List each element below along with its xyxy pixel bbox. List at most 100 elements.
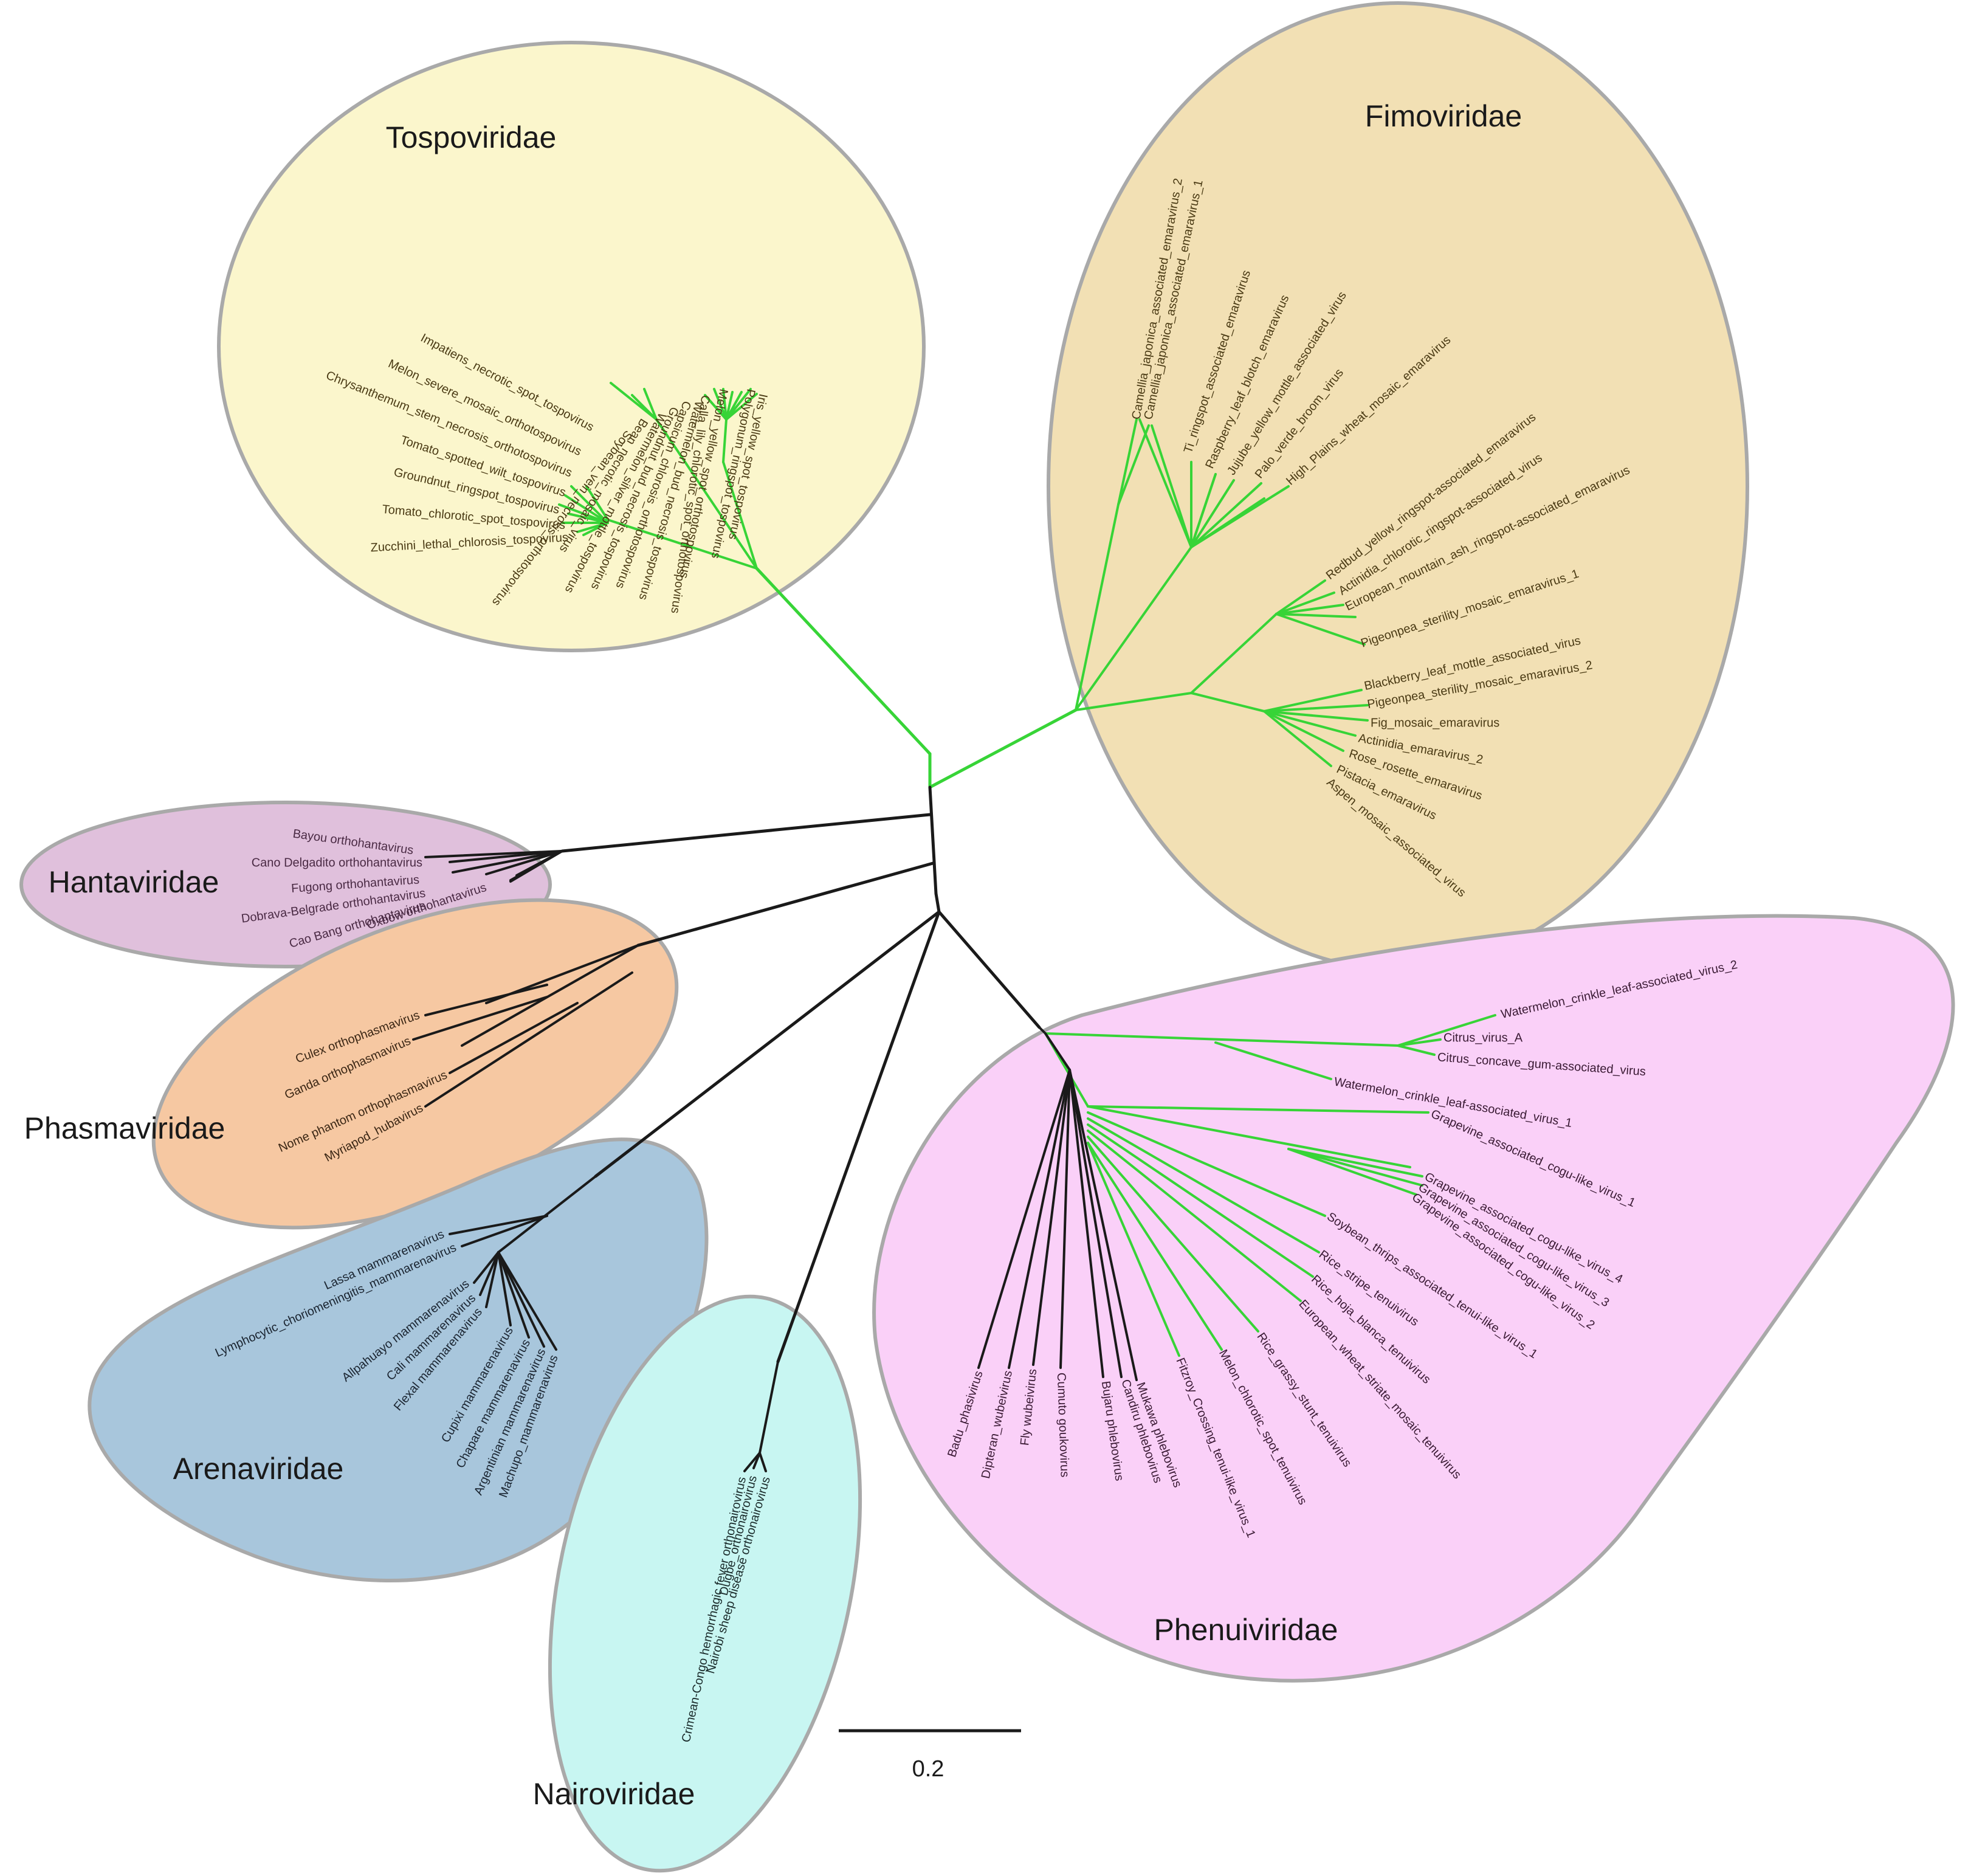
family-label-hantaviridae: Hantaviridae: [49, 865, 219, 899]
leaf-branch-arenaviridae: [485, 1251, 500, 1308]
backbone-branch: [934, 892, 941, 914]
internal-branch-phenuiviridae: [1038, 1026, 1047, 1035]
leaf-branch-phenuiviridae: [977, 1069, 1071, 1369]
leaf-branch-hantaviridae: [485, 850, 563, 875]
leaf-branch-arenaviridae: [461, 1215, 548, 1247]
leaf-branch-tospoviridae: [722, 388, 728, 421]
stem-branch-fimoviridae: [928, 708, 1078, 789]
leaf-branch-phenuiviridae: [1087, 1136, 1259, 1333]
leaf-branch-phenuiviridae: [1068, 1069, 1123, 1378]
internal-branch-fimoviridae: [1117, 418, 1138, 506]
leaf-branch-tospoviridae: [725, 391, 734, 421]
leaf-branch-phenuiviridae: [1008, 1069, 1071, 1369]
leaf-branch-tospoviridae: [567, 512, 609, 524]
leaf-branch-fimoviridae: [1263, 710, 1332, 767]
leaf-branch-fimoviridae: [1190, 485, 1290, 548]
family-label-phenuiviridae: Phenuiviridae: [1154, 1613, 1338, 1647]
internal-branch-phenuiviridae: [1044, 1032, 1071, 1071]
backbone-branch: [928, 785, 938, 895]
family-label-nairoviridae: Nairoviridae: [533, 1777, 695, 1811]
leaf-branch-tospoviridae: [713, 388, 728, 421]
leaf-branch-tospoviridae: [564, 494, 609, 524]
internal-branch-fimoviridae: [1075, 692, 1192, 711]
internal-branch-fimoviridae: [1190, 692, 1265, 712]
stem-branch-nairoviridae: [776, 910, 941, 1364]
internal-branch-phasmaviridae: [461, 944, 639, 1047]
leaf-branch-arenaviridae: [449, 1215, 548, 1235]
leaf-branch-phasmaviridae: [424, 971, 633, 1108]
family-label-arenaviridae: Arenaviridae: [173, 1452, 344, 1486]
scale-bar-label: 0.2: [912, 1756, 944, 1782]
internal-branch-tospoviridae: [722, 418, 728, 463]
leaf-branch-phasmaviridae: [412, 996, 548, 1041]
leaf-branch-phasmaviridae: [424, 984, 548, 1016]
clade-bubble-tospoviridae: [217, 41, 926, 652]
leaf-branch-fimoviridae: [1138, 418, 1192, 548]
internal-branch-nairoviridae: [759, 1360, 779, 1454]
stem-branch-phenuiviridae: [937, 910, 1041, 1029]
leaf-branch-tospoviridae: [610, 382, 658, 421]
leaf-branch-phenuiviridae: [1068, 1069, 1138, 1381]
taxon-label-cano-delgadito-orthohantavirus: Cano Delgadito orthohantavirus: [252, 856, 422, 869]
internal-branch-tospoviridae: [585, 485, 609, 521]
leaf-branch-phenuiviridae: [1087, 1142, 1180, 1357]
leaf-branch-phenuiviridae: [1087, 1105, 1430, 1114]
leaf-branch-fimoviridae: [1275, 613, 1357, 618]
internal-branch-fimoviridae: [1117, 424, 1150, 506]
leaf-branch-fimoviridae: [1275, 591, 1335, 615]
stem-branch-arenaviridae: [594, 910, 941, 1178]
leaf-branch-fimoviridae: [1190, 473, 1217, 548]
leaf-branch-fimoviridae: [1275, 604, 1344, 615]
stem-branch-phasmaviridae: [636, 861, 935, 947]
leaf-branch-phenuiviridae: [1087, 1105, 1411, 1168]
leaf-branch-tospoviridae: [582, 522, 609, 536]
internal-branch-hantaviridae: [509, 850, 563, 883]
family-label-tospoviridae: Tospoviridae: [386, 120, 557, 154]
leaf-branch-phenuiviridae: [1397, 1038, 1442, 1047]
internal-branch-tospoviridae: [722, 461, 758, 570]
leaf-branch-fimoviridae: [1263, 710, 1357, 737]
family-label-phasmaviridae: Phasmaviridae: [24, 1111, 225, 1145]
leaf-branch-phenuiviridae: [1068, 1069, 1104, 1378]
leaf-branch-fimoviridae: [1275, 613, 1366, 646]
internal-branch-fimoviridae: [1190, 613, 1278, 694]
leaf-branch-arenaviridae: [497, 1251, 557, 1351]
leaf-branch-tospoviridae: [725, 393, 758, 421]
leaf-branch-phenuiviridae: [1214, 1041, 1332, 1080]
leaf-branch-hantaviridae: [449, 850, 563, 863]
leaf-branch-tospoviridae: [704, 394, 728, 421]
leaf-branch-phasmaviridae: [449, 1002, 579, 1074]
leaf-branch-arenaviridae: [473, 1251, 500, 1284]
internal-branch-tospoviridae: [655, 418, 758, 570]
leaf-branch-nairoviridae: [759, 1452, 767, 1472]
leaf-branch-arenaviridae: [497, 1251, 545, 1348]
leaf-branch-fimoviridae: [1263, 710, 1344, 752]
clade-bubble-nairoviridae: [548, 1294, 862, 1873]
leaf-branch-fimoviridae: [1190, 482, 1262, 548]
leaf-branch-tospoviridae: [725, 388, 752, 421]
leaf-branch-phenuiviridae: [1397, 1014, 1496, 1047]
leaf-branch-phenuiviridae: [1087, 1123, 1314, 1278]
family-label-fimoviridae: Fimoviridae: [1365, 99, 1522, 133]
leaf-branch-phenuiviridae: [1287, 1148, 1423, 1187]
leaf-branch-phenuiviridae: [1397, 1044, 1436, 1056]
leaf-branch-phenuiviridae: [1087, 1129, 1302, 1302]
leaf-branch-fimoviridae: [1151, 424, 1192, 548]
internal-branch-fimoviridae: [1075, 546, 1192, 711]
taxon-label-fig-mosaic-emaravirus: Fig_mosaic_emaravirus: [1371, 716, 1499, 729]
leaf-branch-fimoviridae: [1275, 579, 1326, 615]
leaf-branch-fimoviridae: [1263, 689, 1363, 712]
leaf-branch-nairoviridae: [752, 1452, 761, 1469]
leaf-branch-fimoviridae: [1190, 479, 1235, 548]
leaf-branch-phenuiviridae: [1087, 1142, 1223, 1351]
internal-branch-fimoviridae: [1075, 503, 1120, 711]
stem-branch-tospoviridae: [755, 567, 932, 756]
leaf-branch-phenuiviridae: [1287, 1148, 1423, 1178]
leaf-branch-nairoviridae: [743, 1452, 761, 1472]
taxon-label-citrus-virus-a: Citrus_virus_A: [1443, 1031, 1523, 1044]
leaf-branch-phenuiviridae: [1032, 1069, 1071, 1366]
leaf-branch-phenuiviridae: [1087, 1111, 1326, 1217]
clade-bubble-fimoviridae: [1047, 1, 1749, 971]
leaf-branch-arenaviridae: [497, 1251, 530, 1339]
